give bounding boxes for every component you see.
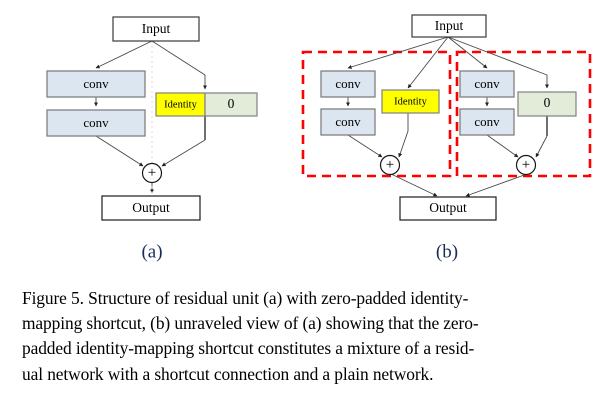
panel-a-sublabel: (a) [141, 241, 162, 262]
panel-b-right-plus-label: + [522, 157, 530, 173]
panel-b-output-node[interactable]: Output [399, 196, 497, 221]
panel-a-zero-box [204, 92, 258, 117]
panel-a-conv2-node[interactable]: conv [46, 109, 146, 137]
panel-b-identity-label: Identity [394, 96, 427, 107]
panel-b-group-residual [301, 50, 452, 178]
panel-a-input-label: Input [142, 21, 171, 36]
panel-b-edges2 [390, 135, 548, 197]
caption-line-3: padded identity-mapping shortcut constit… [22, 338, 475, 359]
panel-a-input-node[interactable]: Input [112, 16, 200, 42]
panel-a-identity-node[interactable]: Identity [155, 92, 206, 117]
panel-a-edges2 [149, 139, 206, 194]
edge-input-to-shortcut [151, 40, 208, 90]
panel-a-conv1-node[interactable]: conv [46, 70, 146, 98]
panel-b-group-plain [455, 50, 592, 178]
panel-b-zero-node[interactable]: 0 [517, 91, 577, 117]
panel-b-left-conv1-node[interactable]: conv [320, 70, 376, 98]
edge-b-right-plus-to-output [465, 173, 528, 197]
edge-b-input-to-right-conv1 [447, 36, 488, 69]
edge-b-input-to-left-conv1 [347, 36, 449, 69]
panel-a-zero-node[interactable]: 0 [204, 92, 258, 117]
panel-b-input-node[interactable]: Input [411, 14, 487, 38]
figure-diagram-area: Input conv conv Identity 0 [46, 14, 592, 262]
panel-a-conv2-box [46, 109, 146, 137]
panel-a-conv1-label: conv [83, 76, 109, 91]
panel-a-zero-label: 0 [228, 96, 235, 111]
panel-b-left-conv2-label: conv [335, 114, 361, 129]
panel-b-identity-node[interactable]: Identity [381, 89, 440, 114]
panel-b-output-box [399, 196, 497, 221]
panel-b-output-label: Output [429, 200, 467, 215]
edge-b-input-to-identity [407, 36, 449, 89]
edge-b-left-conv2-to-plus [347, 134, 383, 158]
panel-b-left-conv2-box [320, 108, 376, 136]
figure-caption: Figure 5. Structure of residual unit (a)… [22, 286, 600, 387]
panel-b-left-conv1-box [320, 70, 376, 98]
panel-b-identity-box [381, 89, 440, 114]
edge-conv2-to-plus [95, 135, 144, 167]
panel-b-right-conv2-label: conv [474, 114, 500, 129]
edge-input-to-conv1 [95, 40, 153, 69]
panel-b-left-plus-label: + [386, 157, 394, 173]
panel-b-input-box [411, 14, 487, 38]
panel-b-zero-box [517, 91, 577, 117]
edge-b-zero-to-plus [535, 135, 548, 158]
panel-b-zero-label: 0 [544, 95, 551, 110]
panel-b-sublabel: (b) [436, 241, 458, 262]
panel-b-left-plus-circle [379, 154, 401, 176]
panel-a-identity-label: Identity [164, 99, 197, 110]
panel-a-conv1-box [46, 70, 146, 98]
panel-a-conv2-label: conv [83, 115, 109, 130]
panel-b-left-plus-node[interactable]: + [379, 154, 401, 176]
panel-a-output-label: Output [132, 200, 170, 215]
panel-b-right-conv1-label: conv [474, 76, 500, 91]
panel-a-plus-node[interactable]: + [141, 162, 163, 184]
panel-a-output-node[interactable]: Output [101, 195, 201, 221]
caption-line-4: ual network with a shortcut connection a… [22, 363, 434, 384]
panel-b-edges [345, 36, 550, 158]
panel-b-right-plus-circle [515, 154, 537, 176]
panel-b: Input conv conv Identity + [301, 14, 592, 262]
panel-b-right-conv1-box [459, 70, 515, 98]
panel-a-plus-label: + [148, 165, 156, 181]
panel-a-edges [93, 40, 208, 167]
panel-b-right-conv2-node[interactable]: conv [459, 108, 515, 136]
panel-a: Input conv conv Identity 0 [46, 16, 258, 262]
panel-b-right-conv2-box [459, 108, 515, 136]
edge-b-identity-to-plus [398, 113, 409, 158]
edge-b-input-to-zero [447, 36, 550, 89]
panel-b-left-conv1-label: conv [335, 76, 361, 91]
panel-b-input-label: Input [435, 18, 464, 33]
figure-svg: Input conv conv Identity 0 [46, 14, 592, 262]
panel-b-right-conv1-node[interactable]: conv [459, 70, 515, 98]
edge-b-right-conv2-to-plus [486, 134, 519, 158]
edge-b-left-plus-to-output [390, 173, 438, 197]
panel-a-input-box [112, 16, 200, 42]
panel-a-plus-circle [141, 162, 163, 184]
caption-line-1: Figure 5. Structure of residual unit (a)… [22, 288, 469, 308]
panel-a-output-box [101, 195, 201, 221]
edge-shortcut-to-plus [161, 139, 206, 167]
panel-b-right-plus-node[interactable]: + [515, 154, 537, 176]
panel-b-left-conv2-node[interactable]: conv [320, 108, 376, 136]
caption-line-2: mapping shortcut, (b) unraveled view of … [22, 313, 479, 334]
